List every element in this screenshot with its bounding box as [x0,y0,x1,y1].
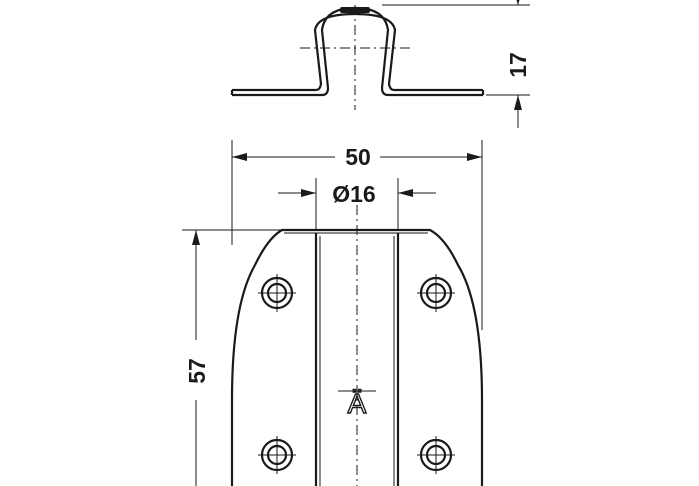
dimension-label-50: 50 [345,144,371,170]
manufacturer-logo: Ä [338,387,376,420]
dimension-diameter: Ø16 [278,178,436,230]
body-outline [230,228,484,486]
arrowhead-dia-left [301,189,316,197]
arrowhead-50-right [467,153,482,161]
screw-hole-top-right [417,274,455,312]
dimension-height-side: 17 [382,0,531,128]
screw-hole-top-left [258,274,296,312]
dimension-label-diameter: Ø16 [332,181,375,207]
arrowhead-50-left [232,153,247,161]
dimension-label-57: 57 [184,358,210,384]
arrowhead-dia-right [398,189,413,197]
dimension-length: 57 [182,229,284,486]
logo-mark: Ä [348,388,367,419]
dimension-width: 50 [231,140,483,330]
top-view: Ä [230,205,484,486]
side-view [230,5,485,110]
dimension-label-17: 17 [505,52,531,78]
arrowhead-length-top [192,230,200,245]
screw-hole-bottom-left [258,436,296,474]
side-profile-inner [238,12,478,92]
screw-hole-bottom-right [417,436,455,474]
arrowhead-top [516,0,520,5]
arrowhead-bottom [514,95,522,110]
side-profile-outer [232,6,483,97]
